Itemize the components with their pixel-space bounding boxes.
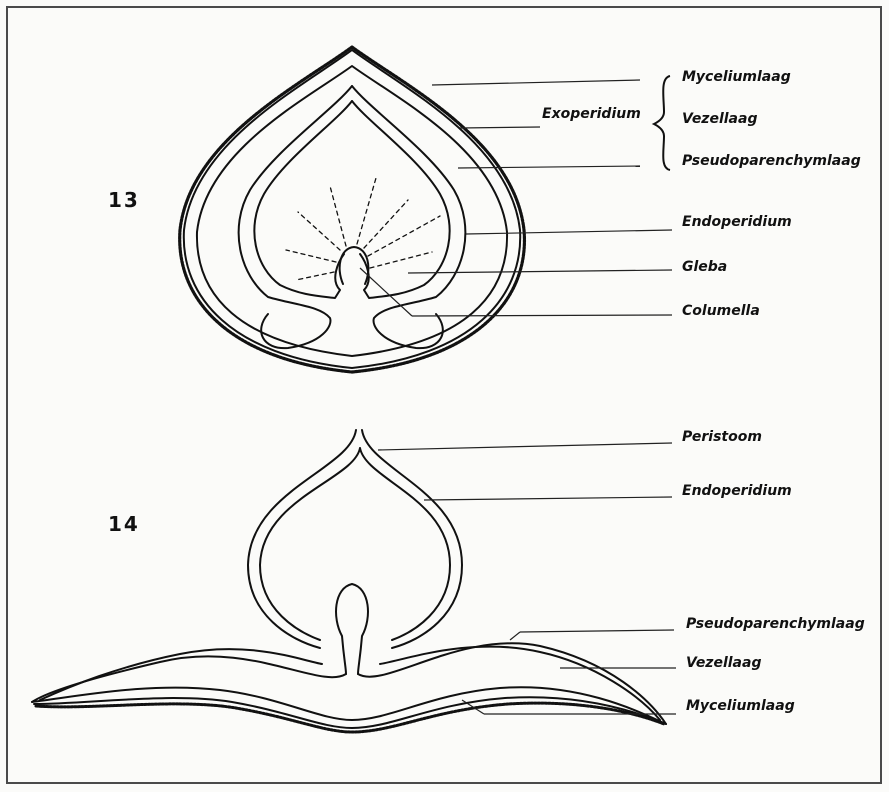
label-columella: Columella [682, 303, 760, 319]
fig13-fiber-layer [197, 66, 507, 356]
label-vezellaag-13: Vezellaag [682, 111, 757, 127]
fig13-gleba-rays [286, 178, 440, 280]
label-pseudoparenchymlaag-14: Pseudoparenchymlaag [686, 616, 865, 632]
label-gleba: Gleba [682, 259, 727, 275]
fig13-outer-outline [184, 50, 520, 368]
label-endoperidium-14: Endoperidium [682, 483, 792, 499]
figure-number-14: 14 [108, 512, 140, 536]
exoperidium-brace [654, 76, 670, 170]
fig14-columella [336, 584, 368, 674]
figure-number-13: 13 [108, 188, 140, 212]
leader-lines [360, 80, 676, 714]
fig13-endoperidium-inner [254, 101, 352, 298]
fig13-columella [340, 247, 369, 284]
label-pseudoparenchymlaag-13: Pseudoparenchymlaag [682, 153, 861, 169]
label-myceliumlaag-14: Myceliumlaag [686, 698, 795, 714]
label-vezellaag-14: Vezellaag [686, 655, 761, 671]
fig13-mycelium-layer [180, 47, 525, 372]
label-peristoom: Peristoom [682, 429, 762, 445]
fig14-drawing [32, 430, 666, 732]
fig14-fiber-layer [34, 697, 666, 728]
label-myceliumlaag-13: Myceliumlaag [682, 69, 791, 85]
label-exoperidium: Exoperidium [542, 106, 641, 122]
fig13-drawing [180, 47, 525, 372]
fig14-lobes-upper [32, 643, 666, 724]
label-endoperidium-13: Endoperidium [682, 214, 792, 230]
